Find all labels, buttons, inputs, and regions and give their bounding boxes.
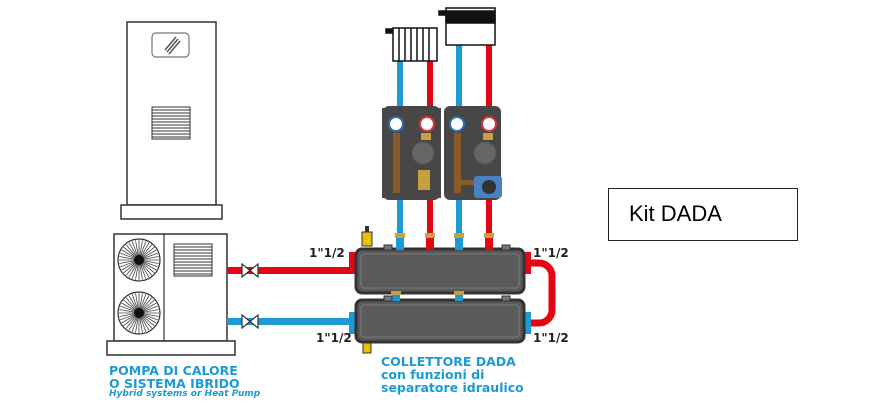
- riser-pipes: [397, 45, 492, 240]
- heat-pump-unit: [106, 233, 236, 356]
- heat-pump-title-line2: O SISTEMA IBRIDO: [109, 376, 240, 392]
- vent-grille: [151, 106, 191, 140]
- size-label-bottom-left: 1"1/2: [316, 331, 352, 345]
- fan-icon: [117, 291, 161, 335]
- pump-group-1: [382, 106, 441, 200]
- valve-icon: [241, 313, 259, 330]
- radiator-icon: [385, 27, 438, 62]
- logo-icon: [164, 36, 181, 55]
- valve-icon: [241, 262, 259, 279]
- size-label-top-left: 1"1/2: [309, 246, 345, 260]
- heat-pump-subtitle: Hybrid systems or Heat Pump: [109, 389, 261, 400]
- heat-pump-label: POMPA DI CALORE O SISTEMA IBRIDO Hybrid …: [109, 364, 260, 400]
- collector-label: COLLETTORE DADA con funzioni di separato…: [381, 354, 524, 396]
- collector-title: COLLETTORE DADA: [381, 354, 516, 369]
- collector-sub-line1: con funzioni di: [381, 367, 485, 383]
- indoor-unit: [120, 21, 223, 220]
- collector-manifold: [349, 226, 556, 354]
- fan-icon: [117, 238, 161, 282]
- heat-pump-title-line1: POMPA DI CALORE: [109, 363, 238, 378]
- size-label-bottom-right: 1"1/2: [533, 331, 569, 345]
- size-label-top-right: 1"1/2: [533, 246, 569, 260]
- kit-dada-callout: Kit DADA: [608, 188, 798, 241]
- pump-group-2: [444, 106, 502, 200]
- return-pipe-heatpump: [227, 318, 349, 325]
- vent-grille: [173, 243, 213, 277]
- collector-sub-line2: separatore idraulico: [381, 380, 524, 396]
- fancoil-icon: [438, 7, 496, 46]
- supply-pipe-heatpump: [227, 267, 349, 274]
